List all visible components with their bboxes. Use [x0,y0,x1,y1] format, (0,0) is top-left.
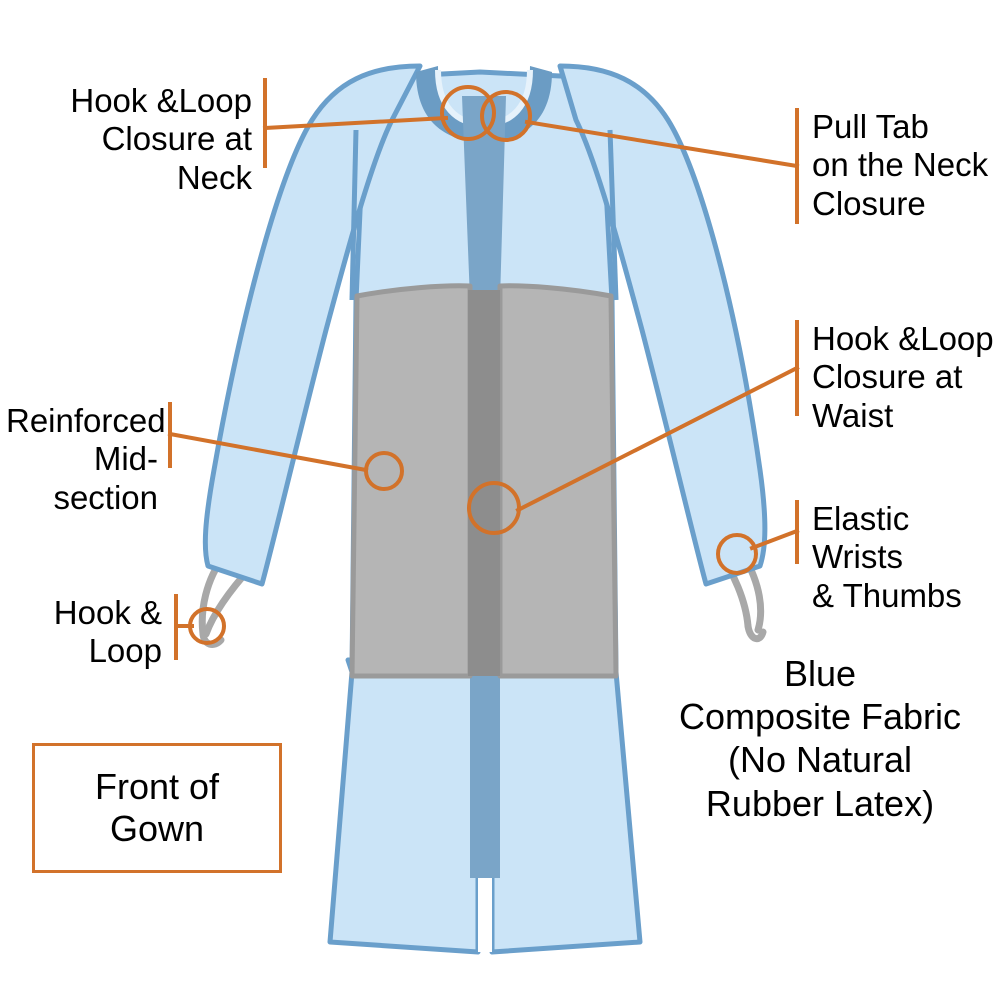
callout-leader-reinforced-mid [167,431,369,473]
callout-circle-elastic-wrists [716,533,758,575]
callout-circle-pull-tab [480,90,532,142]
callout-circle-hook-loop-cuff [188,607,226,645]
callout-leader-hook-loop-waist [515,365,800,513]
front-of-gown-label: Front of Gown [94,765,220,849]
callout-circle-reinforced-mid [364,451,404,491]
shoulder-seam-right [607,129,619,301]
callout-label-pull-tab: Pull Tab on the Neck Closure [812,108,989,222]
callout-leader-pull-tab [524,119,800,169]
callout-label-elastic-wrists: Elastic Wrists & Thumbs [812,500,962,614]
callout-label-hook-loop-neck: Hook &Loop Closure at Neck [70,82,252,196]
callout-label-hook-loop-cuff: Hook & Loop [53,594,162,670]
callout-label-hook-loop-waist: Hook &Loop Closure at Waist [812,320,994,434]
callout-leader-elastic-wrists [749,528,800,551]
fabric-note: Blue Composite Fabric (No Natural Rubber… [678,653,962,824]
skirt-center-split [478,878,492,952]
shoulder-seam-left [349,129,359,301]
callout-circle-hook-loop-waist [467,481,521,535]
gown-collar [416,66,552,142]
callout-circle-hook-loop-neck [440,85,496,141]
callout-leader-hook-loop-neck [262,115,449,131]
callout-label-reinforced-mid: Reinforced Mid-section [6,402,166,516]
gown-sleeve-left [202,63,423,587]
front-of-gown-box: Front of Gown [32,743,282,873]
